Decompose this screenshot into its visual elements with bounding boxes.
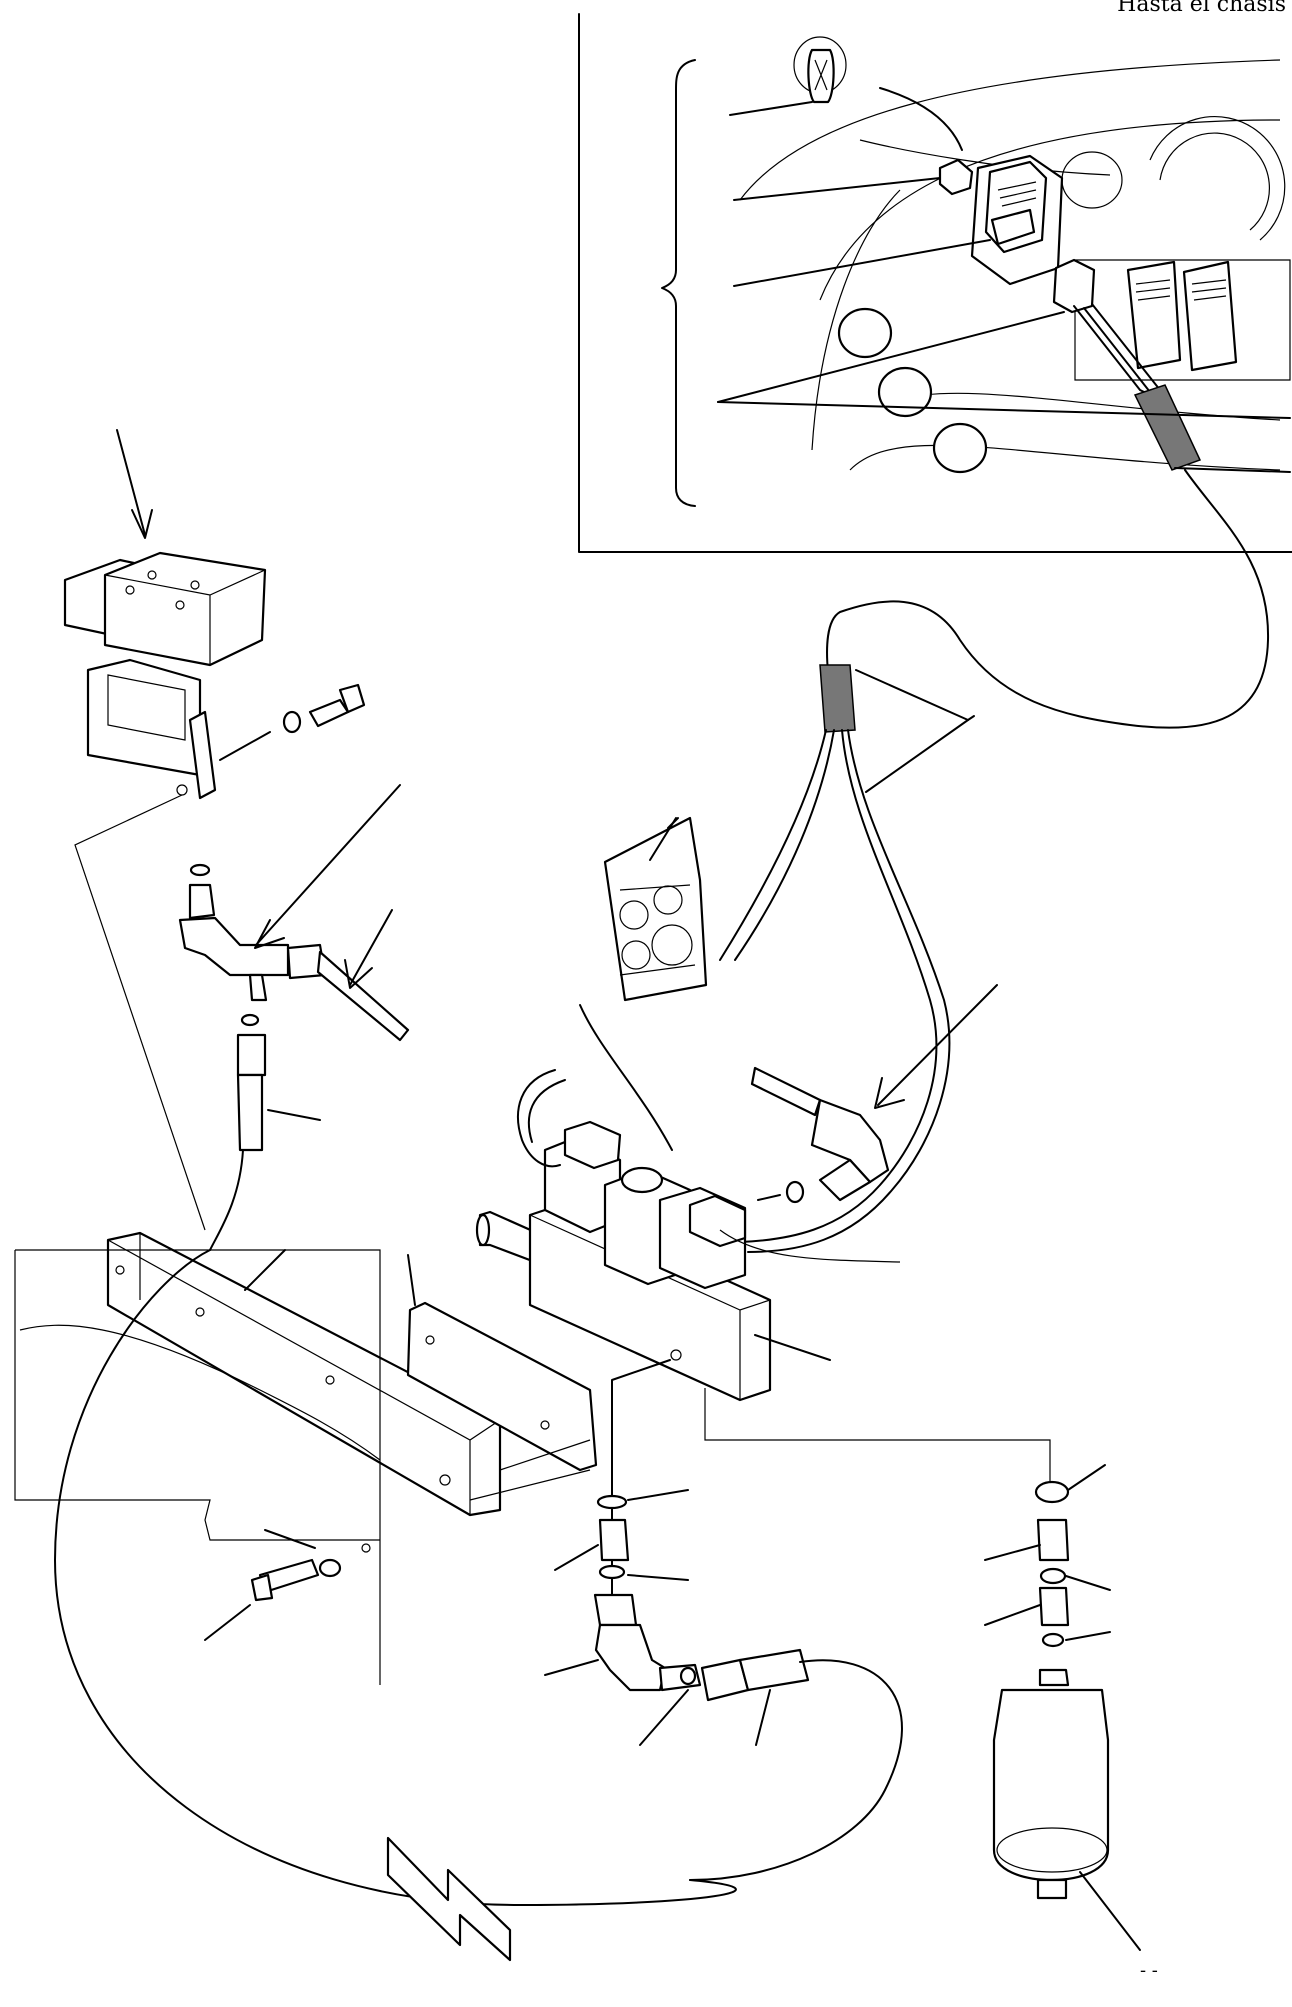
mounting-bolt [282,683,366,734]
inset-frame [578,13,1292,553]
mounting-bracket-short [406,1301,598,1472]
valve-wire-2 [527,1079,566,1143]
leader-fitting-6 [755,1689,771,1746]
leader-bracket-short [407,1254,416,1306]
arrow-elbow-head [874,1077,905,1109]
dash-knob-1 [837,307,893,359]
leader-oring-right [757,1194,781,1201]
leader-fitting-5 [639,1689,689,1746]
leader-bolt [219,731,271,761]
harness-sleeve [819,664,856,733]
decal-leader-to-valve [579,1004,673,1151]
dashboard-inset [578,13,1292,553]
switch-connector [1052,258,1096,314]
arrow-sensor-shaft [116,429,146,536]
bulb-leader-curve [879,87,963,151]
leader-fitting-1 [627,1489,689,1501]
leader-block-line [74,794,206,1231]
arrow-hose-shaft [349,909,393,986]
diagram-caption: Hasta el chasis [1117,0,1286,17]
leader-acc-5 [1065,1631,1111,1641]
leader-acc-2 [984,1544,1041,1561]
leader-acc-3 [1065,1575,1111,1591]
leader-accumulator [1079,1871,1141,1951]
switch-cap [938,158,974,196]
leader-fitting-2 [554,1544,599,1571]
inset-brace [661,59,696,507]
arrow-tee-shaft [255,784,401,946]
hydraulic-decal [603,816,708,1002]
harness-branch-1 [719,729,827,961]
bulb-icon [793,36,847,104]
harness-main-loop [826,469,1270,729]
leader-washer [264,1529,316,1549]
leader-bracket-bolt [204,1604,251,1641]
accumulator-stack [992,1480,1110,1900]
leader-4a [717,311,1065,403]
sensor-block [63,551,267,800]
switch-bank [1126,260,1238,372]
harness-branch-4 [747,729,951,1253]
arrow-hose-head [344,959,373,989]
leader-4c [1174,467,1291,473]
leader-decal [649,817,677,861]
accumulator-line [704,1388,1051,1490]
harness-branch-2 [734,729,835,961]
leader-harness-a [855,669,969,721]
harness-sleeve-inset [1133,384,1202,471]
leader-3 [733,239,991,287]
arrow-tee-head [254,919,285,949]
dash-knob-3 [932,422,988,474]
elbow-fitting-right [750,1066,890,1204]
harness-branch-3 [739,729,938,1243]
leader-fitting-3 [627,1574,689,1581]
leader-acc-4 [984,1604,1041,1626]
chassis-curve [19,1324,381,1461]
bracket-bolt [250,1543,371,1602]
chassis-outline-side [14,1250,380,1541]
leader-2 [733,177,941,201]
hose-return-loop [54,1249,737,1906]
page-mark: - - [1140,1960,1158,1981]
leader-harness-b [865,719,969,793]
bolt-path-lines [469,1439,591,1501]
mounting-bracket-long [106,1231,502,1517]
arrow-sensor-head [131,509,153,539]
leader-fitting-4 [544,1659,599,1676]
leader-hose-left [267,1109,321,1121]
arrow-elbow-shaft [877,984,998,1106]
hose-left [209,1013,267,1251]
leader-valve [754,1334,831,1361]
leader-bracket-long [244,1249,286,1291]
solenoid-valve [475,1120,901,1402]
tee-fitting [178,863,410,1042]
front-direction-arrow [386,1836,512,1962]
valve-wire-1 [517,1069,561,1168]
leader-harness-tick [967,715,975,721]
leader-acc-1 [1067,1464,1106,1491]
dash-knob-2 [877,366,933,418]
fitting-stack-left [593,1494,903,1881]
rocker-switch [970,154,1064,286]
valve-port-line [611,1359,671,1626]
leader-4b [717,401,1291,419]
leader-1 [729,101,813,116]
